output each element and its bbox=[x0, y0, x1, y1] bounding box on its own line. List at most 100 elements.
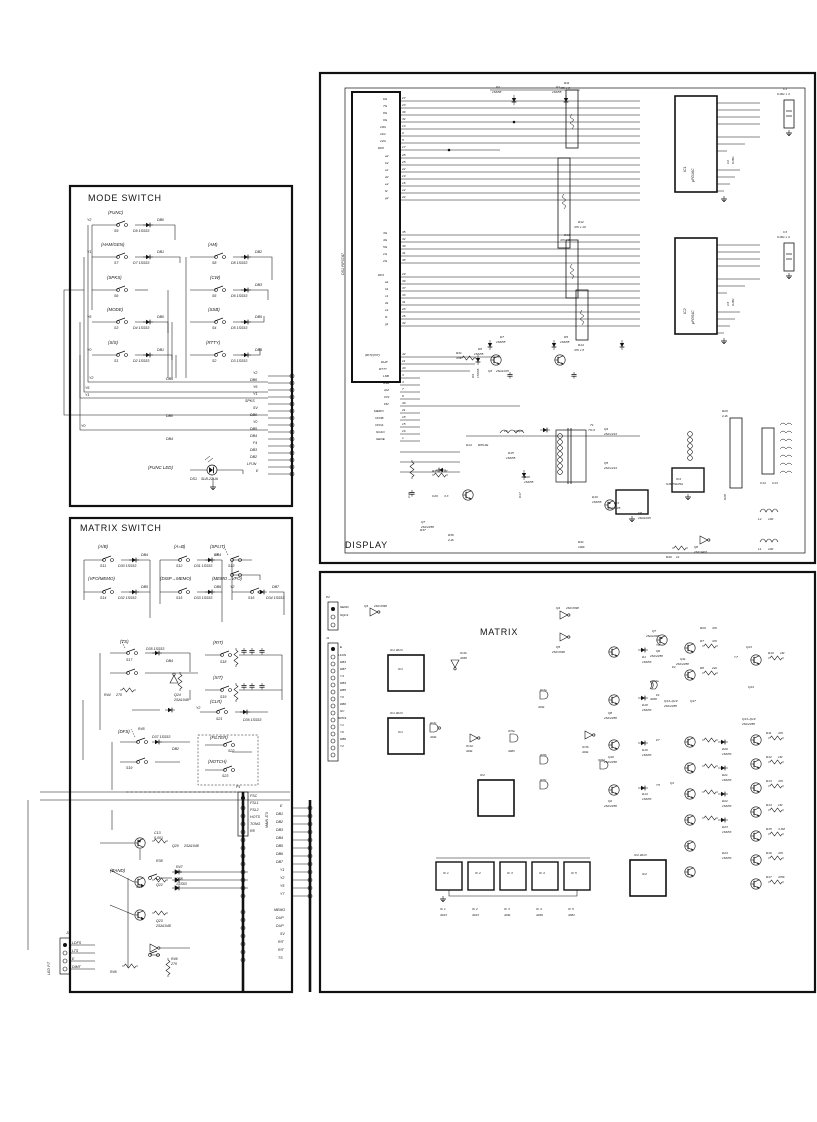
mx-c-5-val: 2SC2458 bbox=[604, 716, 617, 720]
mx-gate-ic3b: IC3b bbox=[582, 745, 589, 749]
disp-c-38-val: 2SC1214 bbox=[604, 466, 617, 470]
vfd-num-mid-11: 26 bbox=[402, 314, 406, 318]
mx-gate-ic4b-part: 4030 bbox=[460, 656, 467, 660]
bus-rail-13: DUP bbox=[276, 916, 284, 920]
mx-out-5: Y5 bbox=[656, 783, 660, 787]
p1-sublabel: MAIN J73 bbox=[265, 812, 269, 828]
bus-rail-4: DB4 bbox=[276, 836, 283, 840]
j1-pin-10: SPKS bbox=[338, 716, 347, 720]
mode-sw-ref-5: S8 bbox=[212, 261, 217, 265]
mx-sw-ref-8: S19 bbox=[220, 695, 227, 699]
disp-c-30-ref: D19 bbox=[592, 495, 598, 499]
mode-sw-ref-0: S9 bbox=[114, 229, 119, 233]
mx-ff2-desig: IC1 bbox=[398, 730, 403, 734]
mx-ff3-head: IC2 bbox=[480, 773, 485, 777]
mx-sw-diode-5: D34 1SS53 bbox=[266, 596, 285, 600]
mode-sw-line-4: DB1 bbox=[157, 348, 164, 352]
vfd-num-mid-10: 28 bbox=[402, 307, 406, 311]
vfd-seg-mid-0: 3G bbox=[383, 231, 388, 235]
disp-c-16-val: 47k bbox=[456, 356, 461, 360]
vfd-seg-mid-5: DP1 bbox=[378, 273, 385, 277]
display-resistor-networks bbox=[557, 89, 589, 341]
bus-rail-8: Y1 bbox=[280, 868, 285, 872]
mxsw-comp-2-ref: Q24 bbox=[174, 693, 181, 697]
mode-sw-diode-8: D3 1SS53 bbox=[231, 359, 248, 363]
mx-sw-ref-12: S23 bbox=[222, 774, 229, 778]
matrix-ic-footer-blocks bbox=[435, 857, 591, 902]
display-ic1-block bbox=[674, 95, 718, 193]
mx-c-1-val: 2SC3398 bbox=[566, 606, 579, 610]
j3-pin-0: LDFS bbox=[72, 941, 82, 945]
disp-c-51-val: 2.2k bbox=[722, 414, 728, 418]
disp-c-4-val: 47k x 8 bbox=[560, 238, 570, 242]
mode-bus-right-4: SPKS bbox=[245, 399, 255, 403]
mode-sw-node-0: Y2 bbox=[87, 218, 92, 222]
bus-rail-14: DUP bbox=[276, 924, 284, 928]
disp-c-38-ref: Q5 bbox=[604, 461, 609, 465]
mx-sw-node-2: Y7 bbox=[214, 553, 219, 557]
mode-switch-title: MODE SWITCH bbox=[88, 193, 162, 203]
disp-c-28-ref: D17 bbox=[518, 492, 522, 498]
mx-footer-ic5-p: 4081 bbox=[568, 913, 575, 917]
p1-pin-3: HOTS bbox=[250, 815, 260, 819]
j1-pin-7: Y0 bbox=[340, 695, 344, 699]
disp-c-3-val: 47k x 10 bbox=[574, 225, 586, 229]
mode-inner-line-0: DB6 bbox=[166, 377, 173, 381]
vfd-seg-top-8: a2 bbox=[385, 154, 389, 158]
mxsw-comp-2-val: 2SA1048 bbox=[174, 698, 189, 702]
vfd-seg-mid-9: d1 bbox=[385, 301, 389, 305]
vfd-sig-12: GENE bbox=[376, 437, 385, 441]
mx-c-29-ref: R14 bbox=[766, 803, 772, 807]
vfd-signum-11: 10 bbox=[402, 429, 406, 433]
mx-sw-diode-10: D37 1SS53 bbox=[152, 735, 171, 739]
vfd-sig-8: MEMO bbox=[374, 409, 384, 413]
disp-c-10-ref: D8 bbox=[478, 347, 482, 351]
mx-d-67-ref: D18 bbox=[642, 703, 648, 707]
bus-rail-16: RIT bbox=[278, 940, 284, 944]
mode-switch-symbols bbox=[116, 220, 252, 358]
vfd-seg-top-9: b2 bbox=[385, 161, 389, 165]
mx-sw-ref-1: S12 bbox=[176, 564, 183, 568]
disp-c-59-ref: L1 bbox=[758, 547, 762, 551]
display-top-diodes bbox=[447, 89, 580, 152]
disp-c-55-ref: C13 bbox=[772, 481, 778, 485]
vfd-num-mid-6: 39 bbox=[402, 279, 406, 283]
disp-c-24-val: 47 bbox=[444, 469, 448, 473]
mode-bus-left-1: Y6 bbox=[85, 386, 90, 390]
vfd-seg-mid-2: 5G bbox=[383, 245, 388, 249]
disp-c-8-ref: C2 bbox=[726, 160, 730, 164]
disp-c-34-ref: R37 bbox=[420, 528, 426, 532]
vfd-sig-7: FM bbox=[384, 402, 389, 406]
disp-c-52-ref: R28 bbox=[723, 494, 727, 500]
mx-out-7: Y7 bbox=[734, 655, 738, 659]
mx-out-0: Y0 bbox=[656, 643, 660, 647]
mx-gate-ic4b: IC4b bbox=[460, 651, 467, 655]
bus-rail-1: DB1 bbox=[276, 812, 283, 816]
mx-sw-name-2: (SPLIT) bbox=[210, 544, 226, 549]
j1-pin-2: DB3 bbox=[340, 660, 347, 664]
mx-sw-name-0: (A/B) bbox=[98, 544, 109, 549]
disp-c-21-ref: D14 bbox=[466, 443, 472, 447]
matrix-switch-top-symbols bbox=[102, 546, 268, 595]
vfd-num-top-13: 12 bbox=[402, 188, 406, 192]
mx-sw-diode-6: D35 1SS53 bbox=[146, 647, 165, 651]
vfd-pins-signals bbox=[400, 356, 520, 473]
disp-c-56-val: 2SC3403 bbox=[694, 550, 707, 554]
display-coils bbox=[729, 417, 793, 543]
vfd-sig-9: VFOB bbox=[375, 416, 384, 420]
display-ic-pins bbox=[717, 102, 760, 344]
mode-sw-ref-8: S2 bbox=[212, 359, 217, 363]
disp-c-19-ref: L3 bbox=[504, 429, 508, 433]
mx-c-23-val: 22k bbox=[712, 666, 717, 670]
func-led-ref: DS1 bbox=[190, 477, 197, 481]
vfd-num-mid-4: 38 bbox=[402, 258, 406, 262]
mxsw-comp-0-ref: R44 bbox=[104, 693, 111, 697]
j3-panel-label: LED P.T bbox=[47, 961, 51, 975]
mx-c-44-val: 47k bbox=[712, 626, 717, 630]
disp-c-5-val: 47k x 8 bbox=[574, 348, 584, 352]
mode-bus-right-3: Y1 bbox=[253, 392, 258, 396]
mx-sw-ref-10: S19 bbox=[126, 766, 133, 770]
mxsw-comp-0-val: 270 bbox=[116, 693, 122, 697]
mode-bus-left-0: Y2 bbox=[89, 376, 94, 380]
vfd-num-top-5: 9 bbox=[402, 131, 404, 135]
